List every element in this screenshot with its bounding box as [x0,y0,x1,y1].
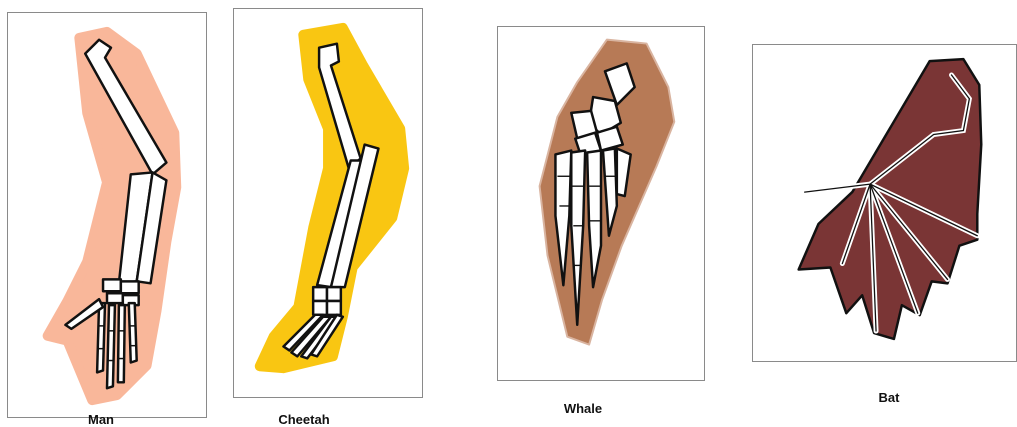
bat-wing-illustration [753,45,1016,361]
label-whale: Whale [523,401,643,416]
panel-whale [497,26,705,381]
man-forelimb-illustration [8,13,206,417]
cheetah-forelimb-illustration [234,9,422,397]
label-bat: Bat [829,390,949,405]
panel-bat [752,44,1017,362]
panel-man [7,12,207,418]
panel-cheetah [233,8,423,398]
whale-flipper-illustration [498,27,704,380]
